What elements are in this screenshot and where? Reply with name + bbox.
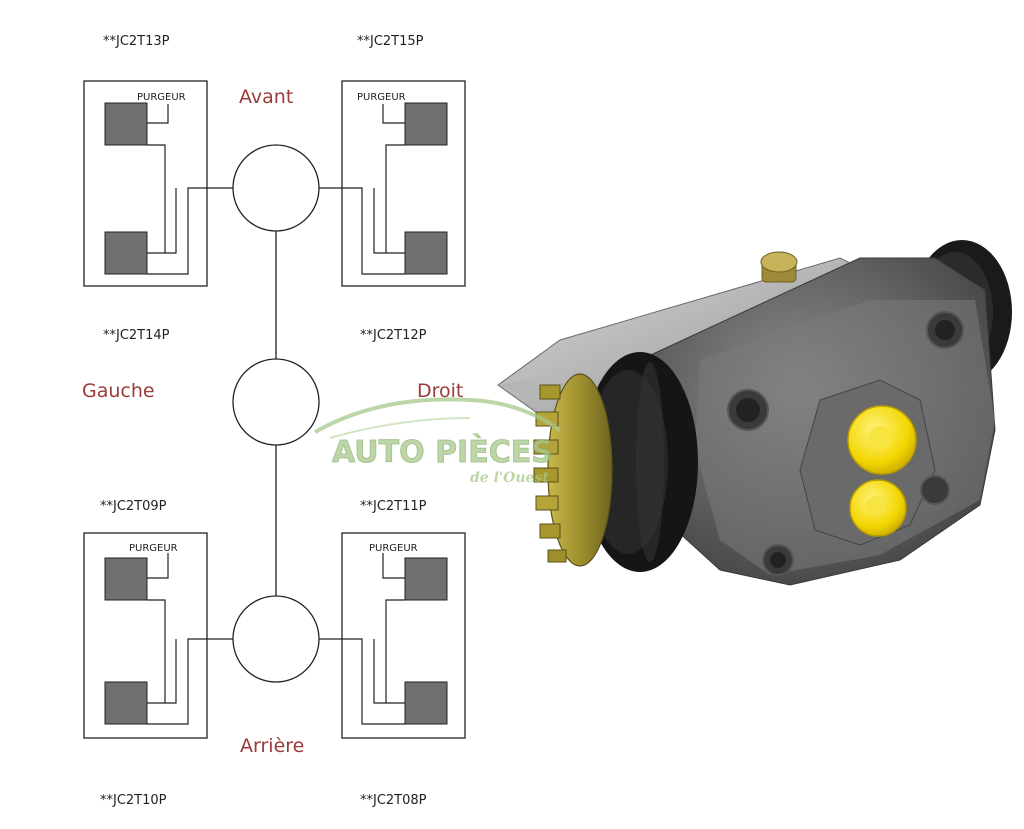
code-front-right-bottom: **JC2T12P xyxy=(360,328,427,343)
bleeder-label: PURGEUR xyxy=(369,543,418,554)
label-right: Droit xyxy=(417,380,463,402)
piston-top xyxy=(404,557,448,601)
code-rear-right-bottom: **JC2T08P xyxy=(360,793,427,808)
code-front-left-bottom: **JC2T14P xyxy=(103,328,170,343)
adjuster-gear-icon xyxy=(533,373,613,567)
code-rear-left-bottom: **JC2T10P xyxy=(100,793,167,808)
watermark-tagline: de l'Ouest xyxy=(470,470,549,486)
bleeder-label: PURGEUR xyxy=(357,92,406,103)
cylinder-front-left: PURGEUR xyxy=(83,80,233,287)
label-left: Gauche xyxy=(82,380,155,402)
piston-top xyxy=(104,557,148,601)
car-silhouette-icon xyxy=(314,397,562,434)
piston-bottom xyxy=(104,681,148,725)
label-front: Avant xyxy=(239,86,293,108)
watermark-brand: AUTO PIÈCES xyxy=(332,434,553,470)
piston-top xyxy=(104,102,148,146)
code-rear-right-top: **JC2T11P xyxy=(360,499,427,514)
piston-bottom xyxy=(104,231,148,275)
code-front-right-top: **JC2T15P xyxy=(357,34,424,49)
center-hub xyxy=(232,358,320,446)
bleeder-label: PURGEUR xyxy=(129,543,178,554)
code-rear-left-top: **JC2T09P xyxy=(100,499,167,514)
front-axle-hub xyxy=(232,144,320,232)
cylinder-front-right: PURGEUR xyxy=(319,80,466,287)
cylinder-rear-left: PURGEUR xyxy=(83,532,233,739)
piston-bottom xyxy=(404,681,448,725)
code-front-left-top: **JC2T13P xyxy=(103,34,170,49)
piston-top xyxy=(404,102,448,146)
piston-bottom xyxy=(404,231,448,275)
cylinder-rear-right: PURGEUR xyxy=(319,532,466,739)
label-rear: Arrière xyxy=(240,735,304,757)
rear-axle-hub xyxy=(232,595,320,683)
watermark-logo: AUTO PIÈCES de l'Ouest xyxy=(314,397,562,486)
bleeder-label: PURGEUR xyxy=(137,92,186,103)
wheel-cylinder-photo xyxy=(497,240,1012,586)
